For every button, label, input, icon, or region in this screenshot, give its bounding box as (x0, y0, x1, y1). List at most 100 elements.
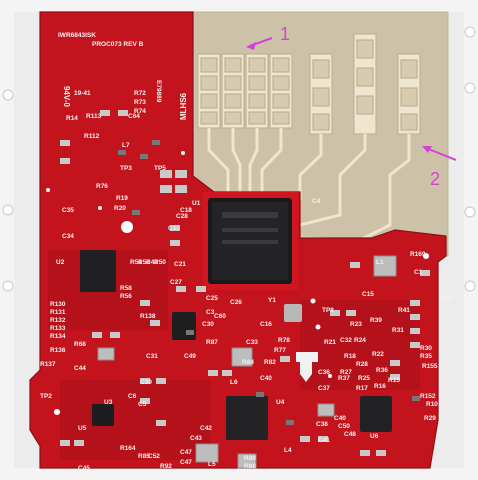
svg-text:R15: R15 (388, 377, 400, 384)
svg-text:R16: R16 (374, 383, 386, 390)
svg-text:C47: C47 (180, 449, 192, 456)
svg-text:R74: R74 (134, 108, 146, 115)
svg-text:Y1: Y1 (268, 297, 276, 304)
svg-text:C25: C25 (206, 295, 218, 302)
svg-text:R49: R49 (146, 259, 158, 266)
part-number-label: IWR6843ISK (58, 32, 96, 39)
svg-text:C3: C3 (206, 309, 215, 316)
svg-text:C52: C52 (148, 453, 160, 460)
svg-text:R37: R37 (338, 375, 350, 382)
svg-text:R29: R29 (424, 415, 436, 422)
svg-text:C47: C47 (180, 459, 192, 466)
svg-text:TP2: TP2 (40, 393, 52, 400)
svg-text:C42: C42 (200, 425, 212, 432)
svg-text:R28: R28 (356, 361, 368, 368)
svg-text:C45: C45 (78, 465, 90, 472)
svg-text:C41: C41 (318, 437, 330, 444)
svg-text:R51: R51 (130, 259, 142, 266)
svg-text:R44: R44 (440, 295, 452, 302)
svg-text:C48: C48 (344, 431, 356, 438)
svg-text:C28: C28 (176, 213, 188, 220)
svg-text:R36: R36 (376, 367, 388, 374)
svg-text:R133: R133 (50, 325, 66, 332)
svg-text:C33: C33 (246, 339, 258, 346)
svg-text:R76: R76 (96, 183, 108, 190)
svg-text:R50: R50 (154, 259, 166, 266)
cert-number-label: E79889 (155, 80, 162, 103)
revision-label: PROC073 REV B (92, 41, 144, 48)
svg-text:C6: C6 (128, 393, 137, 400)
svg-text:R41: R41 (398, 307, 410, 314)
svg-text:C60: C60 (214, 313, 226, 320)
svg-text:U3: U3 (104, 399, 113, 406)
svg-text:R39: R39 (370, 317, 382, 324)
svg-text:C30: C30 (202, 321, 214, 328)
svg-text:R85: R85 (138, 453, 150, 460)
lot-code-label: MLHS6 (179, 92, 188, 120)
copper-pours (48, 250, 420, 460)
svg-text:C37: C37 (318, 385, 330, 392)
svg-text:C18: C18 (180, 207, 192, 214)
svg-text:C35: C35 (62, 207, 74, 214)
svg-text:C21: C21 (174, 261, 186, 268)
svg-text:L4: L4 (284, 447, 292, 454)
svg-text:C34: C34 (62, 233, 74, 240)
svg-text:C64: C64 (128, 113, 140, 120)
svg-text:C50: C50 (338, 423, 350, 430)
svg-text:C39: C39 (140, 379, 152, 386)
vias (46, 151, 429, 415)
svg-text:R132: R132 (50, 317, 66, 324)
svg-text:R21: R21 (324, 339, 336, 346)
svg-text:U5: U5 (78, 425, 87, 432)
svg-text:R130: R130 (50, 301, 66, 308)
svg-text:C26: C26 (230, 299, 242, 306)
svg-text:C40: C40 (334, 415, 346, 422)
silkscreen: IWR6843ISK PROC073 REV B 94V-0 19-41 E79… (40, 32, 452, 472)
svg-text:R35: R35 (420, 353, 432, 360)
svg-text:R92: R92 (160, 463, 172, 470)
svg-text:R68: R68 (74, 341, 86, 348)
svg-text:C27: C27 (170, 279, 182, 286)
svg-text:U4: U4 (276, 399, 285, 406)
ti-logo (296, 352, 318, 382)
antenna-region (192, 11, 449, 257)
svg-text:TP8: TP8 (322, 307, 334, 314)
svg-text:R25: R25 (358, 375, 370, 382)
callout-2-label: 2 (430, 169, 440, 189)
svg-text:C43: C43 (190, 435, 202, 442)
svg-text:C15: C15 (362, 291, 374, 298)
svg-text:C31: C31 (146, 353, 158, 360)
svg-text:R138: R138 (140, 313, 156, 320)
chip-u1 (202, 192, 298, 290)
svg-text:U1: U1 (192, 200, 201, 207)
svg-text:R73: R73 (134, 99, 146, 106)
date-code-label: 19-41 (74, 90, 91, 97)
callouts: 1 2 (246, 24, 457, 189)
svg-text:C36: C36 (318, 369, 330, 376)
svg-text:R134: R134 (50, 333, 66, 340)
svg-text:R87: R87 (206, 339, 218, 346)
svg-text:R56: R56 (120, 293, 132, 300)
svg-text:L7: L7 (122, 142, 130, 149)
svg-text:R89: R89 (244, 455, 256, 462)
mounting-holes (2, 26, 476, 292)
svg-text:R113: R113 (86, 113, 102, 120)
svg-text:R82: R82 (264, 359, 276, 366)
svg-text:R77: R77 (274, 347, 286, 354)
svg-text:L5: L5 (208, 461, 216, 468)
svg-text:R23: R23 (350, 321, 362, 328)
svg-text:C1: C1 (414, 269, 423, 276)
svg-text:C40: C40 (260, 375, 272, 382)
svg-text:C44: C44 (74, 365, 86, 372)
svg-text:C17: C17 (168, 225, 180, 232)
svg-text:R19: R19 (116, 195, 128, 202)
svg-text:R14: R14 (66, 115, 78, 122)
svg-text:R155: R155 (422, 363, 438, 370)
svg-text:C16: C16 (260, 321, 272, 328)
svg-text:C5: C5 (138, 401, 147, 408)
callout-1-label: 1 (280, 24, 290, 44)
svg-text:L6: L6 (230, 379, 238, 386)
svg-text:R30: R30 (420, 345, 432, 352)
